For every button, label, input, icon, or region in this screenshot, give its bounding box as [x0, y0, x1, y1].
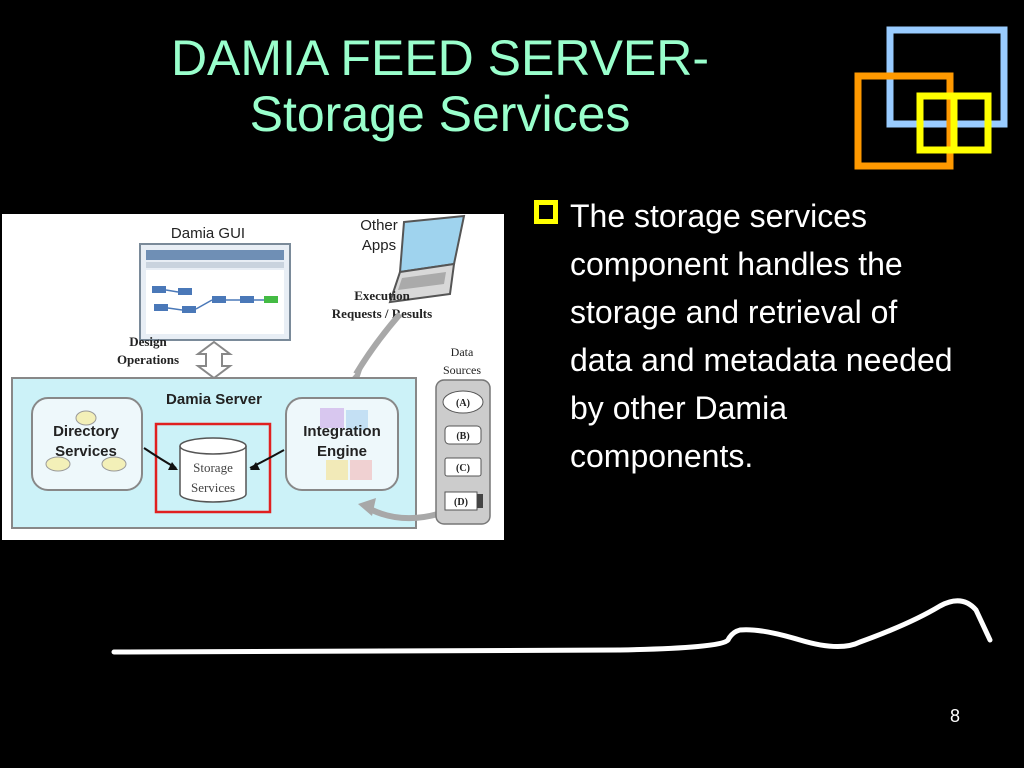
directory-label-1: Directory: [53, 423, 120, 440]
slide-title-line1: DAMIA FEED SERVER-: [170, 30, 710, 86]
data-sources-label-1: Data: [451, 345, 474, 359]
source-d: (D): [444, 491, 483, 511]
integration-label-1: Integration: [303, 423, 381, 440]
storage-highlight-box: [154, 422, 272, 514]
laptop-icon: [388, 214, 466, 304]
page-number: 8: [949, 706, 960, 726]
storage-cylinder-icon: [179, 437, 247, 503]
execution-arrow: [353, 312, 403, 376]
design-label-1: Design: [129, 334, 167, 349]
data-sources-panel: [435, 379, 491, 525]
damia-architecture-diagram: Damia GUI Other Apps Execution Requests …: [2, 214, 504, 540]
damia-gui-window: [139, 243, 291, 341]
hollow-square-bullet-icon: [534, 200, 558, 224]
source-c: (C): [444, 457, 482, 477]
server-label: Damia Server: [166, 391, 262, 408]
execution-label-2: Requests / Results: [332, 306, 432, 321]
directory-label-2: Services: [55, 443, 117, 460]
sources-integration-arrow: [370, 507, 439, 522]
gui-label: Damia GUI: [171, 225, 245, 242]
slide-title: DAMIA FEED SERVER- Storage Services: [60, 30, 820, 142]
curved-line-decoration: [111, 598, 993, 655]
source-a: (A): [442, 390, 484, 414]
source-c-label: (C): [456, 463, 470, 474]
storage-label-2: Services: [191, 480, 235, 495]
bullet-text: The storage services component handles t…: [570, 198, 953, 474]
design-arrow: [195, 340, 233, 380]
bullet-item: The storage services component handles t…: [534, 192, 964, 480]
source-b: (B): [444, 425, 482, 445]
slide-title-line2: Storage Services: [249, 86, 631, 142]
design-label-2: Operations: [117, 352, 179, 367]
source-b-label: (B): [456, 431, 469, 442]
storage-label-1: Storage: [193, 460, 233, 475]
other-apps-label-1: Other: [360, 217, 398, 234]
integration-label-2: Engine: [317, 443, 367, 460]
source-d-label: (D): [454, 497, 468, 508]
execution-label-1: Execution: [354, 288, 410, 303]
data-sources-label-2: Sources: [443, 363, 481, 377]
overlapping-squares-icon: [854, 26, 1008, 170]
source-a-label: (A): [456, 398, 470, 409]
other-apps-label-2: Apps: [362, 237, 396, 254]
